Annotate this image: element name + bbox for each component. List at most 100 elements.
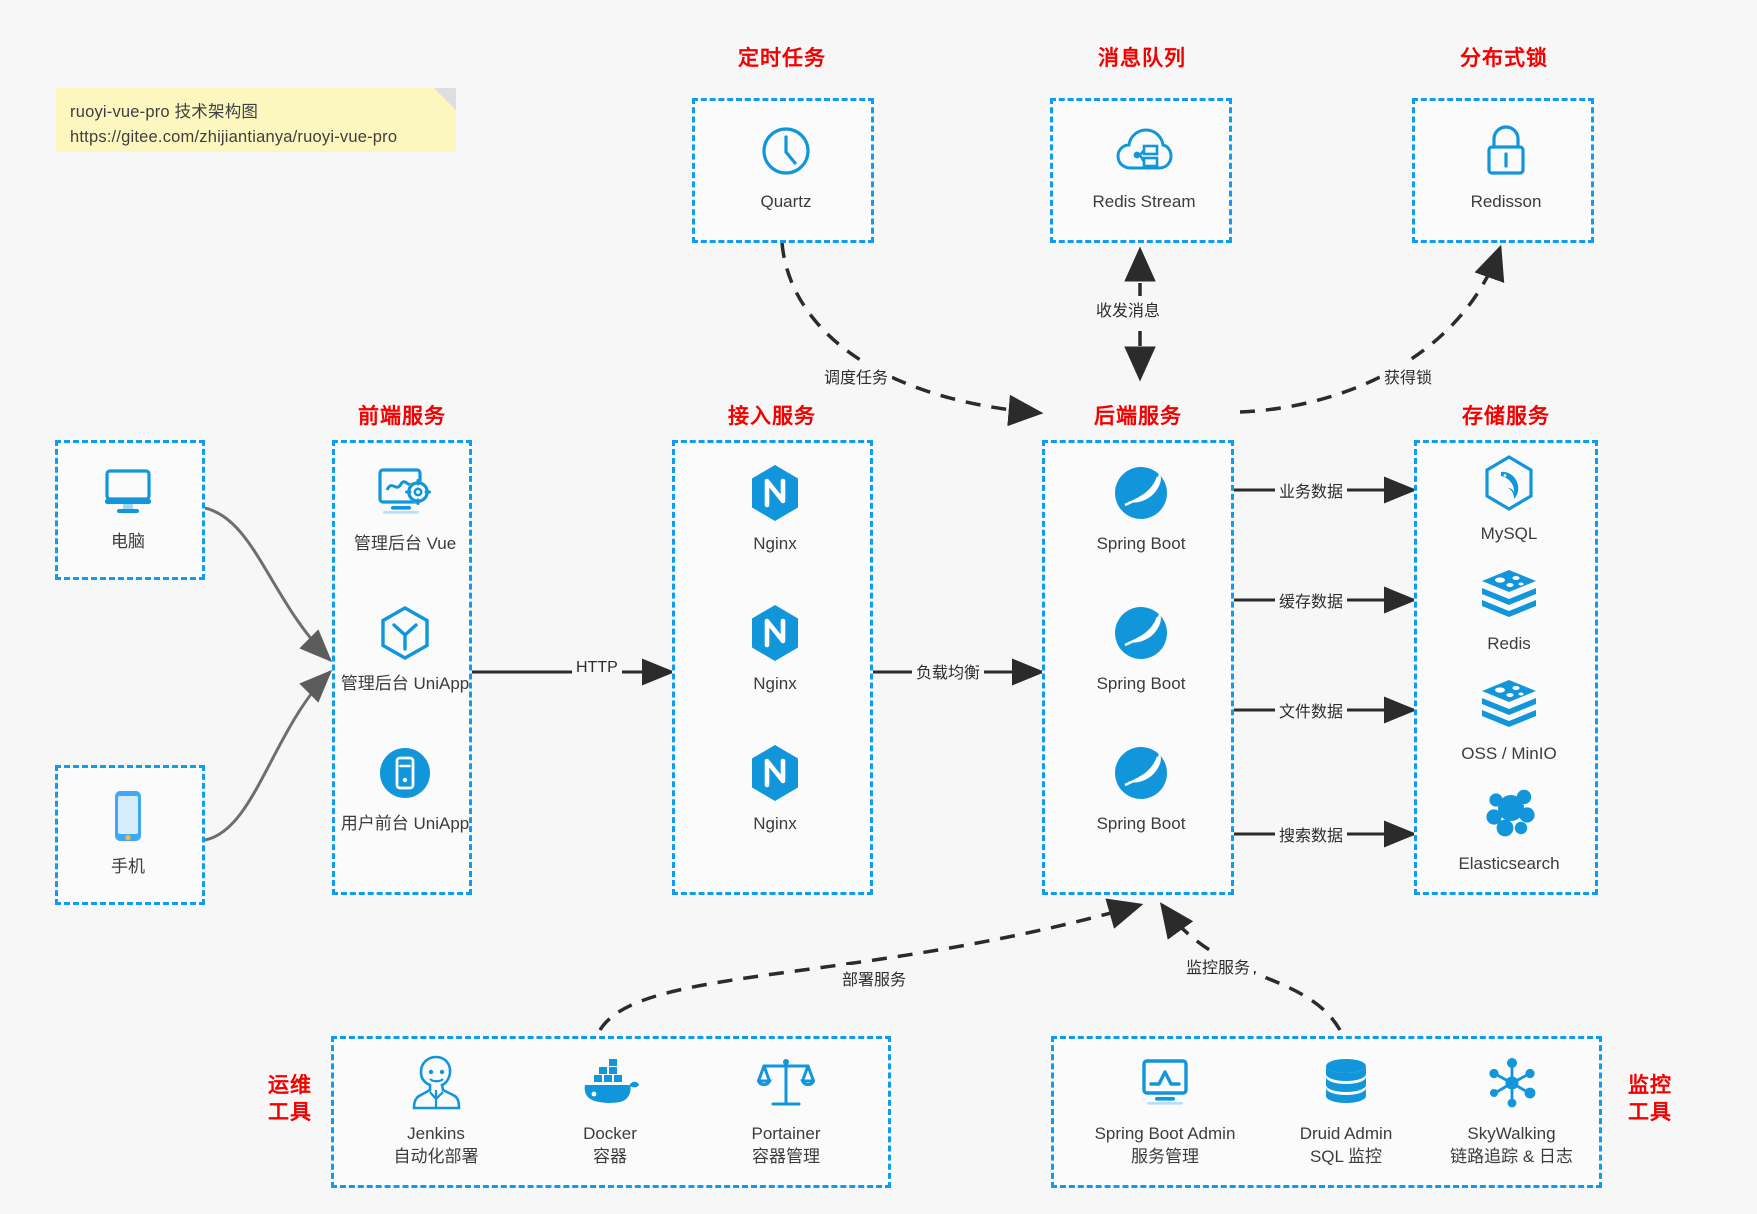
clock-icon [706,119,866,183]
group-title-storage: 存储服务 [1462,405,1550,428]
note-url: https://gitee.com/zhijiantianya/ruoyi-vu… [70,128,398,146]
spring-boot-icon [1061,601,1221,665]
desktop-monitor-icon [53,459,203,523]
node-label: Spring Boot Admin [1094,1124,1236,1143]
nginx-icon [695,461,855,525]
note-fold-corner [434,88,456,110]
node-label: Druid Admin [1299,1124,1393,1143]
group-title-devops-line2: 工具 [268,1101,312,1124]
jenkins-butler-icon [356,1051,516,1115]
group-box-backend: Spring Boot Spring Boot Spring Boot [1042,440,1234,895]
node-spring-boot-admin[interactable]: Spring Boot Admin 服务管理 [1070,1051,1260,1168]
edge-label-monitor-service: 监控服务 [1182,953,1255,979]
node-sublabel: SQL 监控 [1309,1147,1383,1166]
edge-label-deploy-service: 部署服务 [838,965,911,991]
note-title: ruoyi-vue-pro 技术架构图 [70,103,259,121]
node-redis[interactable]: Redis [1429,561,1589,655]
node-mysql[interactable]: MySQL [1429,451,1589,545]
group-box-monitor: Spring Boot Admin 服务管理 Druid Admin SQL 监… [1051,1036,1602,1188]
node-sublabel: 容器 [593,1147,627,1166]
spring-boot-icon [1061,741,1221,805]
node-label: Spring Boot [1096,674,1186,693]
node-redis-stream[interactable]: Redis Stream [1064,119,1224,213]
group-title-lock: 分布式锁 [1460,47,1548,70]
node-sublabel: 链路追踪 & 日志 [1450,1147,1573,1166]
edge-label-search-data: 搜索数据 [1275,821,1348,847]
node-oss-minio[interactable]: OSS / MinIO [1429,671,1589,765]
cloud-network-icon [1064,119,1224,183]
node-label: Redis Stream [1092,192,1196,211]
node-jenkins[interactable]: Jenkins 自动化部署 [356,1051,516,1168]
group-box-mobile-client: 手机 [55,765,205,905]
node-docker[interactable]: Docker 容器 [530,1051,690,1168]
node-nginx-1[interactable]: Nginx [695,461,855,555]
node-spring-boot-1[interactable]: Spring Boot [1061,461,1221,555]
docker-whale-icon [530,1051,690,1115]
node-label: 管理后台 UniApp [340,674,470,693]
group-box-devops: Jenkins 自动化部署 Docker 容器 [331,1036,891,1188]
edge-label-schedule-task: 调度任务 [820,363,893,389]
node-redisson[interactable]: Redisson [1426,119,1586,213]
mobile-app-icon [325,741,485,805]
edge-mobile-to-frontend [204,669,333,842]
node-desktop[interactable]: 电脑 [53,459,203,553]
group-box-desktop-client: 电脑 [55,440,205,580]
node-label: OSS / MinIO [1461,744,1557,763]
group-title-gateway: 接入服务 [728,405,816,428]
object-storage-icon [1429,671,1589,735]
node-admin-vue[interactable]: 管理后台 Vue [325,461,485,555]
node-label: Elasticsearch [1458,854,1560,873]
node-label: Spring Boot [1096,814,1186,833]
node-quartz[interactable]: Quartz [706,119,866,213]
dashboard-gear-icon [325,461,485,525]
node-label: 管理后台 Vue [353,534,457,553]
node-label: Portainer [751,1124,821,1143]
node-label: Redis [1487,634,1531,653]
monitor-chart-icon [1070,1051,1260,1115]
node-spring-boot-2[interactable]: Spring Boot [1061,601,1221,695]
node-label: 手机 [111,857,145,876]
edge-backend-to-redisson [1239,244,1505,414]
mysql-dolphin-icon [1429,451,1589,515]
node-label: Redisson [1470,192,1542,211]
skywalking-node-icon [1424,1051,1599,1115]
group-title-mq: 消息队列 [1098,47,1186,70]
diagram-note: ruoyi-vue-pro 技术架构图 https://gitee.com/zh… [56,88,456,152]
node-user-uniapp[interactable]: 用户前台 UniApp [325,741,485,835]
group-box-frontend: 管理后台 Vue 管理后台 UniApp 用户前台 UniApp [332,440,472,895]
node-portainer[interactable]: Portainer 容器管理 [706,1051,866,1168]
uniapp-cube-icon [325,601,485,665]
scales-balance-icon [706,1051,866,1115]
node-label: Nginx [753,814,797,833]
node-nginx-3[interactable]: Nginx [695,741,855,835]
edge-label-file-data: 文件数据 [1275,697,1348,723]
node-label: Spring Boot [1096,534,1186,553]
group-box-scheduler: Quartz [692,98,874,243]
database-cylinder-icon [1266,1051,1426,1115]
node-spring-boot-3[interactable]: Spring Boot [1061,741,1221,835]
group-title-backend: 后端服务 [1094,405,1182,428]
node-skywalking[interactable]: SkyWalking 链路追踪 & 日志 [1424,1051,1599,1168]
node-nginx-2[interactable]: Nginx [695,601,855,695]
edge-label-load-balance: 负载均衡 [912,658,985,684]
node-label: Quartz [760,192,812,211]
smartphone-icon [53,784,203,848]
node-admin-uniapp[interactable]: 管理后台 UniApp [325,601,485,695]
spring-boot-icon [1061,461,1221,525]
padlock-icon [1426,119,1586,183]
edge-label-cache-data: 缓存数据 [1275,587,1348,613]
node-mobile[interactable]: 手机 [53,784,203,878]
node-label: Jenkins [407,1124,465,1143]
node-sublabel: 自动化部署 [393,1147,479,1166]
group-title-monitor-line2: 工具 [1628,1101,1672,1124]
group-box-storage: MySQL Redis [1414,440,1598,895]
node-druid-admin[interactable]: Druid Admin SQL 监控 [1266,1051,1426,1168]
node-label: MySQL [1480,524,1538,543]
group-box-mq: Redis Stream [1050,98,1232,243]
edge-desktop-to-frontend [204,506,333,663]
node-elasticsearch[interactable]: Elasticsearch [1429,781,1589,875]
group-title-monitor: 监控 工具 [1618,1072,1682,1126]
edge-label-http: HTTP [572,658,622,678]
group-title-devops-line1: 运维 [268,1074,312,1097]
